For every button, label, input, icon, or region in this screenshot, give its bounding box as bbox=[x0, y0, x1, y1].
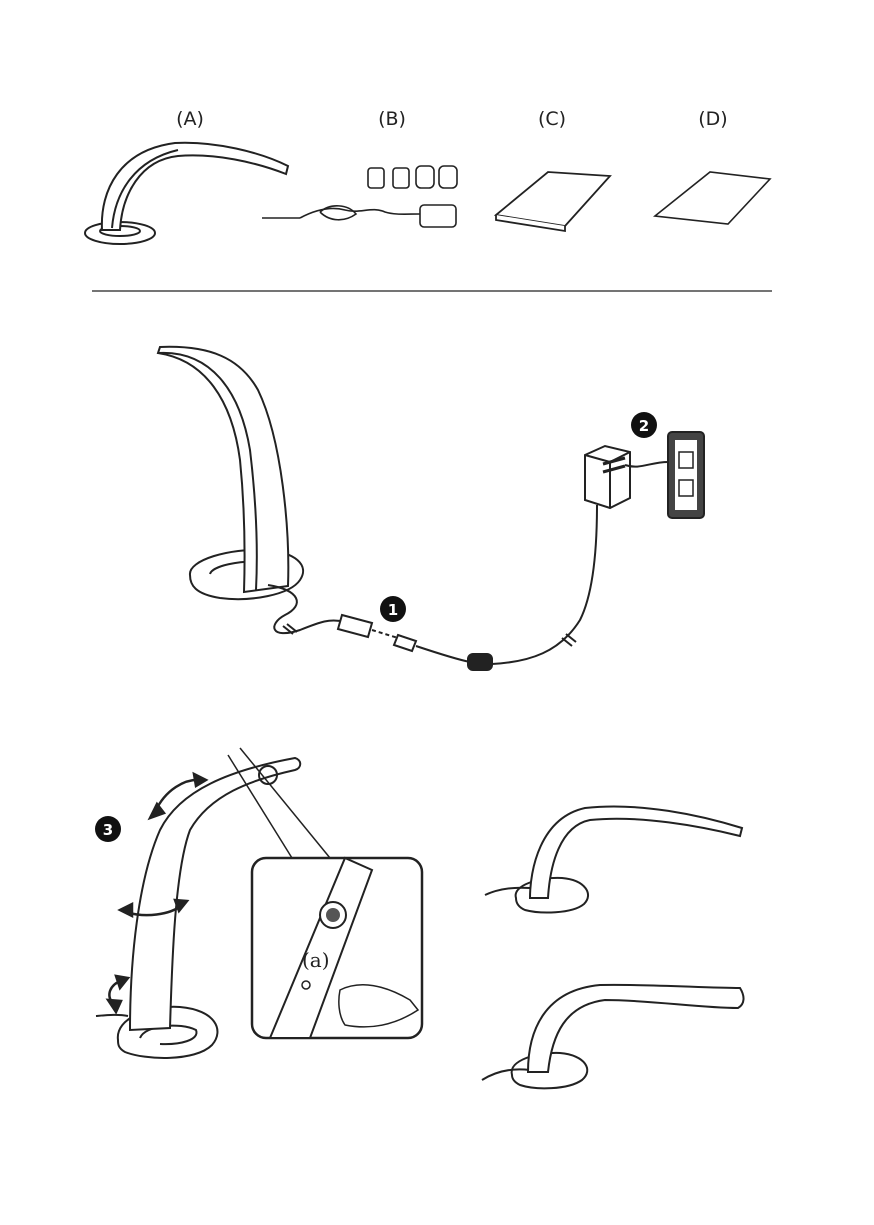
power-adapter-illustration bbox=[262, 166, 457, 227]
lamp-cord bbox=[268, 585, 398, 638]
package-contents: (A) (B) (C) (D) bbox=[85, 108, 772, 291]
item-b-label: (B) bbox=[378, 108, 406, 130]
touch-button-label: (a) bbox=[302, 948, 330, 972]
lamp-angled-high-illustration bbox=[482, 985, 744, 1088]
touch-button-callout: (a) bbox=[228, 748, 422, 1038]
step-badge-2: 2 bbox=[631, 412, 657, 438]
adapter-cord bbox=[394, 505, 597, 670]
lamp-large-illustration bbox=[158, 347, 303, 599]
adjustment-diagram: 3 bbox=[95, 748, 744, 1088]
lamp-angled-low-illustration bbox=[485, 806, 742, 912]
wall-outlet-illustration bbox=[668, 432, 704, 518]
item-c-label: (C) bbox=[538, 108, 566, 130]
leaflet-illustration bbox=[655, 172, 770, 224]
item-a-label: (A) bbox=[176, 108, 204, 130]
step-3-number: 3 bbox=[103, 821, 113, 839]
connection-diagram: 1 2 bbox=[158, 347, 704, 670]
user-manual-illustration bbox=[496, 172, 610, 231]
item-d-label: (D) bbox=[698, 108, 727, 130]
step-badge-1: 1 bbox=[380, 596, 406, 622]
step-1-number: 1 bbox=[388, 601, 398, 619]
wall-adapter-illustration bbox=[585, 446, 668, 508]
step-2-number: 2 bbox=[639, 417, 649, 435]
lamp-small-illustration bbox=[85, 143, 288, 244]
step-badge-3: 3 bbox=[95, 816, 121, 842]
